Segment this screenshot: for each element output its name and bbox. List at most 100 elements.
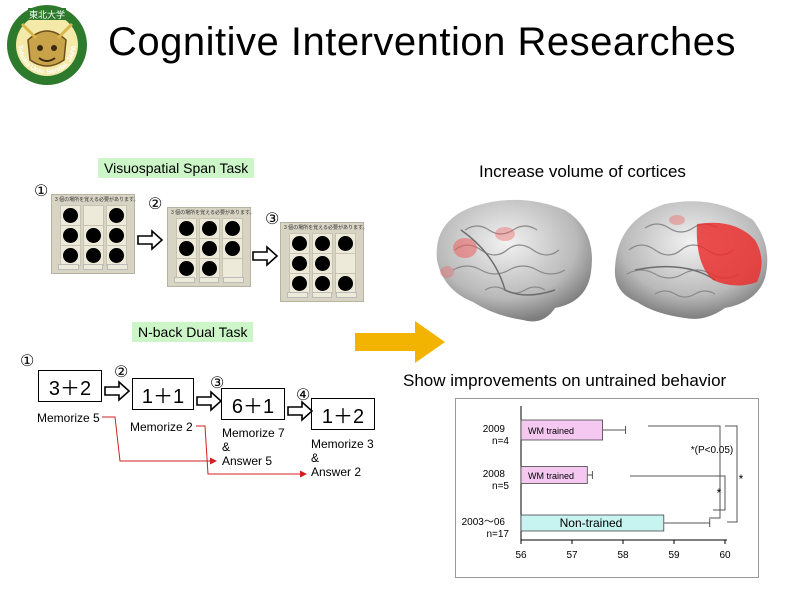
bar-label: Non-trained: [560, 516, 623, 530]
page-title: Cognitive Intervention Researches: [108, 20, 736, 64]
category-label: 2009: [483, 424, 506, 435]
panel-button: [107, 264, 129, 270]
panel-buttons: [287, 292, 358, 298]
p-value-note: *(P<0.05): [691, 445, 734, 456]
grid-cell-filled: [106, 245, 127, 266]
panel-button: [311, 292, 333, 298]
significance-bracket: [725, 425, 738, 523]
grid-cell-filled: [106, 205, 127, 226]
grid-cell-empty: [335, 253, 356, 274]
significance-star: *: [717, 486, 722, 500]
x-tick-label: 60: [719, 550, 731, 561]
arrow-right-icon: [252, 245, 279, 267]
grid-cell-filled: [312, 253, 333, 274]
bar: [520, 419, 603, 441]
grid-cell-filled: [60, 245, 81, 266]
note-step4-memorize: Memorize 3: [311, 437, 374, 451]
bar: [520, 514, 665, 532]
panel-button: [287, 292, 308, 298]
panel-button: [82, 264, 104, 270]
chart-frame: [455, 398, 759, 578]
nb-step-3-number: ③: [210, 375, 225, 392]
category-n-label: n=4: [492, 436, 509, 447]
equation-box-3: 6＋1: [221, 388, 285, 420]
grid-cell-filled: [176, 218, 197, 239]
x-tick-label: 58: [617, 550, 629, 561]
brain-left-image: [436, 199, 592, 322]
panel-header: 3 個の場所を覚える必要があります。: [171, 210, 255, 216]
grid-cell-filled: [83, 225, 104, 246]
grid-cell-filled: [312, 273, 333, 294]
grid-cell-filled: [289, 273, 310, 294]
grid-cell-empty: [83, 205, 104, 226]
nb-step-4-number: ④: [296, 387, 311, 404]
visuospatial-task-label: Visuospatial Span Task: [98, 158, 255, 178]
vs-grid-panel-3: 3 個の場所を覚える必要があります。: [280, 222, 368, 302]
grid-cell-filled: [199, 218, 220, 239]
grid-cell-filled: [222, 218, 243, 239]
note-step3-answer: Answer 5: [222, 454, 273, 468]
category-label: 2008: [483, 469, 506, 480]
grid-cell-filled: [106, 225, 127, 246]
arrow-right-icon: [196, 390, 223, 412]
equation-box-4: 1＋2: [311, 398, 375, 430]
equation-box-1: 3＋2: [38, 370, 102, 402]
panel-button: [336, 292, 358, 298]
x-tick-label: 57: [566, 550, 578, 561]
vs-step-3-number: ③: [265, 211, 280, 228]
arrow-right-icon: [287, 400, 314, 422]
note-step4-answer: Answer 2: [311, 465, 362, 479]
significance-star: *: [739, 472, 744, 486]
panel-button: [58, 264, 79, 270]
grid-cell-filled: [176, 238, 197, 259]
note-memorize-5: Memorize 5: [37, 411, 100, 425]
bar: [520, 466, 588, 484]
brain-right-image: [614, 201, 768, 319]
equation-box-2: 1＋1: [132, 378, 194, 410]
grid-cell-filled: [335, 233, 356, 254]
vs-step-2-number: ②: [148, 196, 163, 213]
grid-cell-filled: [60, 225, 81, 246]
vs-grid-panel-1: 3 個の場所を覚える必要があります。: [51, 194, 139, 274]
grid-cell-empty: [222, 258, 243, 279]
cortex-volume-heading: Increase volume of cortices: [479, 162, 686, 181]
grid-cell-filled: [335, 273, 356, 294]
arrow-right-icon: [104, 380, 131, 402]
arrow-right-icon: [137, 229, 164, 251]
panel-buttons: [58, 264, 129, 270]
note-step4-and: &: [311, 451, 320, 465]
significance-bracket: [648, 425, 721, 519]
vs-step-1-number: ①: [34, 183, 49, 200]
grid-cell-filled: [222, 238, 243, 259]
category-label: 2003～06: [462, 517, 506, 528]
grid-cell-filled: [312, 233, 333, 254]
big-arrow-right-icon: [355, 321, 445, 363]
behavior-heading: Show improvements on untrained behavior: [403, 371, 727, 390]
nb-step-2-number: ②: [114, 364, 129, 381]
grid-cell-filled: [60, 205, 81, 226]
nb-step-1-number: ①: [20, 353, 35, 370]
panel-buttons: [174, 277, 245, 283]
grid-cell-filled: [83, 245, 104, 266]
panel-button: [198, 277, 220, 283]
category-n-label: n=17: [486, 529, 509, 540]
x-tick-label: 56: [515, 550, 527, 561]
category-n-label: n=5: [492, 481, 509, 492]
grid-cell-filled: [176, 258, 197, 279]
grid-cell-filled: [289, 233, 310, 254]
vs-grid-panel-2: 3 個の場所を覚える必要があります。: [167, 207, 255, 287]
nback-task-label: N-back Dual Task: [132, 322, 254, 342]
logo-top-text: 東北大学: [29, 9, 65, 20]
note-memorize-2: Memorize 2: [130, 420, 193, 434]
bar-label: WM trained: [528, 426, 574, 436]
panel-header: 3 個の場所を覚える必要があります。: [284, 225, 368, 231]
bar-label: WM trained: [528, 471, 574, 481]
grid-cell-filled: [199, 258, 220, 279]
panel-button: [174, 277, 195, 283]
x-tick-label: 59: [668, 550, 680, 561]
note-step3-and: &: [222, 440, 231, 454]
panel-header: 3 個の場所を覚える必要があります。: [55, 197, 139, 203]
grid-cell-filled: [289, 253, 310, 274]
tohoku-university-logo: 東北大学 Tohoku Univ. Sendai, JAPAN: [6, 4, 87, 85]
